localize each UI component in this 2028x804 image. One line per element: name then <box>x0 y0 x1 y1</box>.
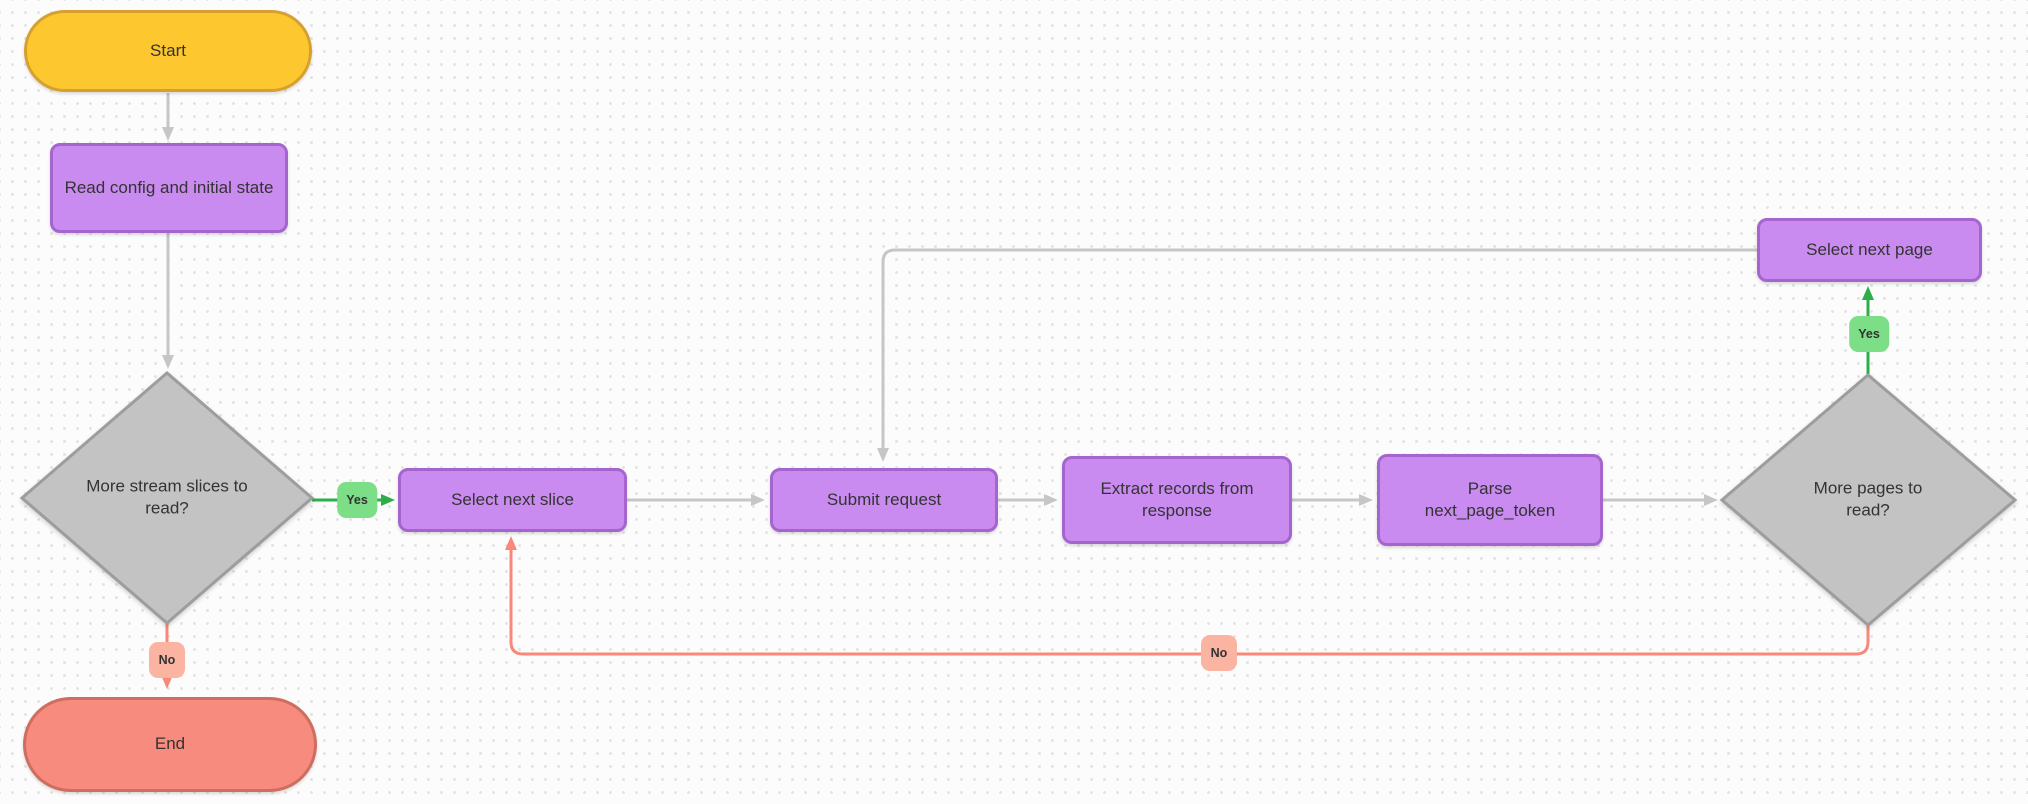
node-extract-records: Extract records from response <box>1062 456 1292 544</box>
node-start-label: Start <box>150 40 186 60</box>
node-end: End <box>23 697 317 792</box>
node-start: Start <box>24 10 312 92</box>
node-parse-token-label: Parse next_page_token <box>1424 478 1556 520</box>
node-read-config-label: Read config and initial state <box>64 177 274 197</box>
edge-label-more-pages-no: No <box>1201 635 1237 671</box>
node-select-page-label: Select next page <box>1806 239 1933 259</box>
edge-label-more-slices-yes: Yes <box>337 482 377 518</box>
edge-label-more-slices-no: No <box>149 642 185 678</box>
node-more-pages-label: More pages to read? <box>1813 478 1923 520</box>
connector-more-pages-no-to-select-slice <box>505 536 1870 656</box>
node-submit-request-label: Submit request <box>826 489 942 509</box>
edge-label-more-pages-yes: Yes <box>1849 316 1889 352</box>
node-select-page: Select next page <box>1757 218 1982 282</box>
decision-more-pages-diamond <box>1719 373 2018 627</box>
connector-select-page-to-submit-request <box>877 248 1757 462</box>
node-select-slice-label: Select next slice <box>451 489 574 509</box>
node-read-config: Read config and initial state <box>50 143 288 233</box>
decision-more-slices-diamond <box>19 371 315 625</box>
node-select-slice: Select next slice <box>398 468 627 532</box>
node-extract-records-label: Extract records from response <box>1100 478 1254 520</box>
node-end-label: End <box>154 734 186 754</box>
node-parse-token: Parse next_page_token <box>1377 454 1603 546</box>
node-submit-request: Submit request <box>770 468 998 532</box>
node-more-slices-label: More stream slices to read? <box>86 476 248 518</box>
